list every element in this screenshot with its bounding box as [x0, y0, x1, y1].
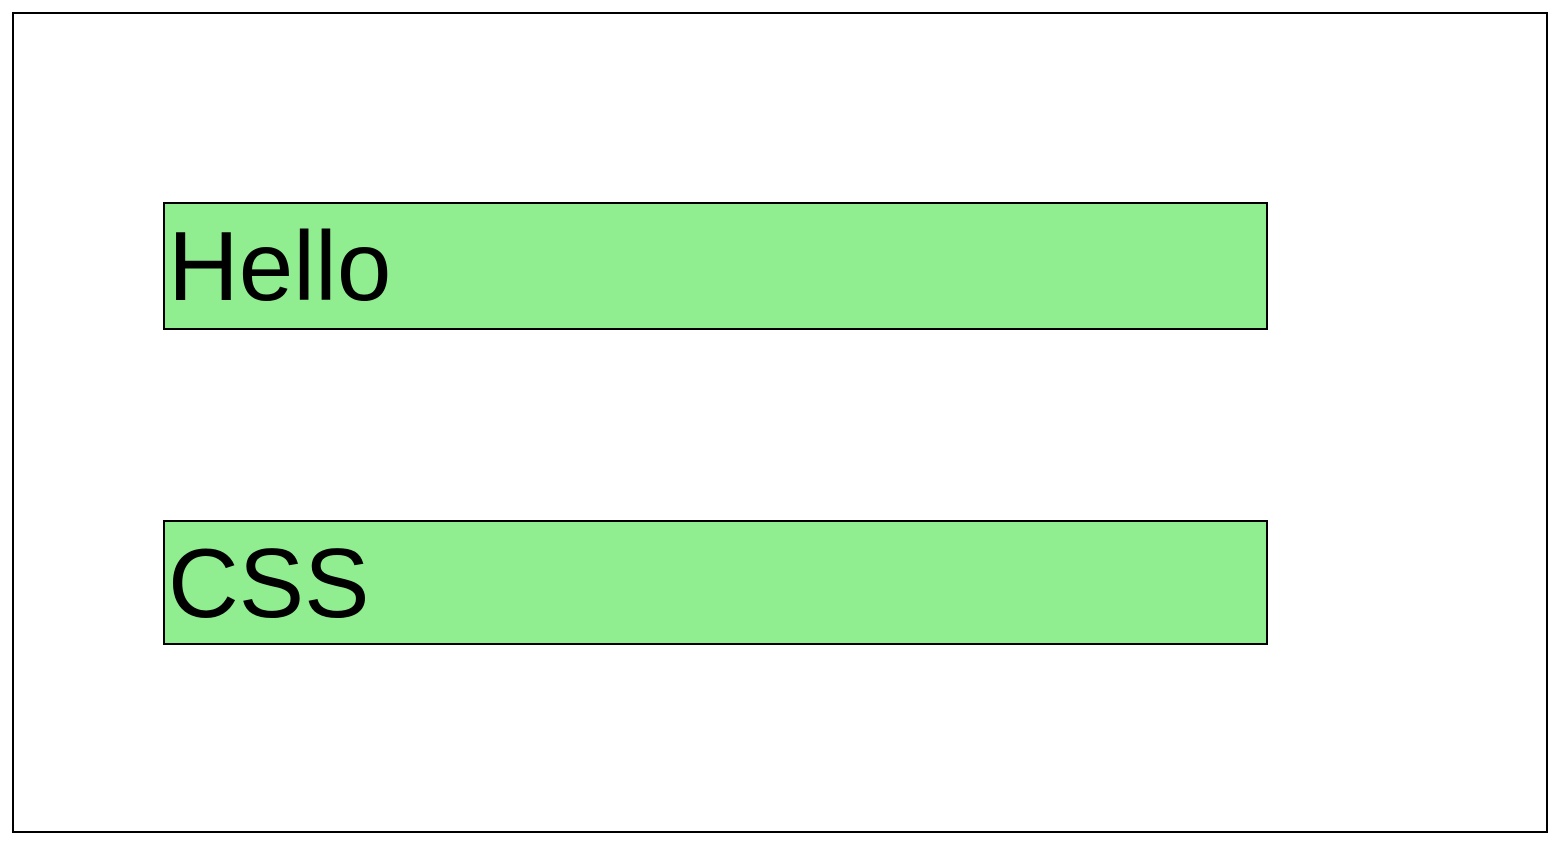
hello-box-label: Hello [168, 211, 392, 321]
css-box-label: CSS [168, 527, 370, 638]
hello-box: Hello [163, 202, 1268, 330]
css-box: CSS [163, 520, 1268, 645]
page-frame: Hello CSS [12, 12, 1548, 833]
